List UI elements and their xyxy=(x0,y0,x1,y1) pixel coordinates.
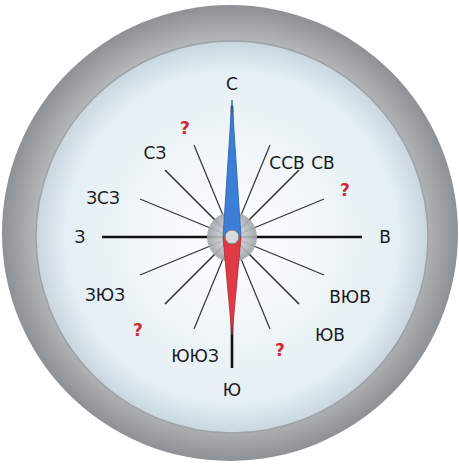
direction-label: З xyxy=(75,229,86,246)
direction-label: С xyxy=(226,76,238,93)
direction-label: ЮЮЗ xyxy=(171,348,219,365)
compass-face xyxy=(36,41,428,433)
unknown-direction: ? xyxy=(275,342,285,359)
direction-label: СЗ xyxy=(144,145,167,162)
unknown-direction: ? xyxy=(340,182,350,199)
direction-label: СВ xyxy=(311,155,335,172)
compass-housing xyxy=(2,5,458,461)
direction-label: ЗСЗ xyxy=(86,190,120,207)
south-needle xyxy=(223,237,241,335)
unknown-direction: ? xyxy=(133,322,143,339)
direction-label: ЗЮЗ xyxy=(85,287,125,304)
north-needle xyxy=(223,100,241,237)
direction-label: ВЮВ xyxy=(329,289,371,306)
direction-label: ЮВ xyxy=(315,327,345,344)
needle-pin xyxy=(225,230,239,244)
direction-label: ССВ xyxy=(269,155,304,172)
direction-label: В xyxy=(379,229,391,246)
direction-label: Ю xyxy=(223,382,241,399)
unknown-direction: ? xyxy=(180,120,190,137)
